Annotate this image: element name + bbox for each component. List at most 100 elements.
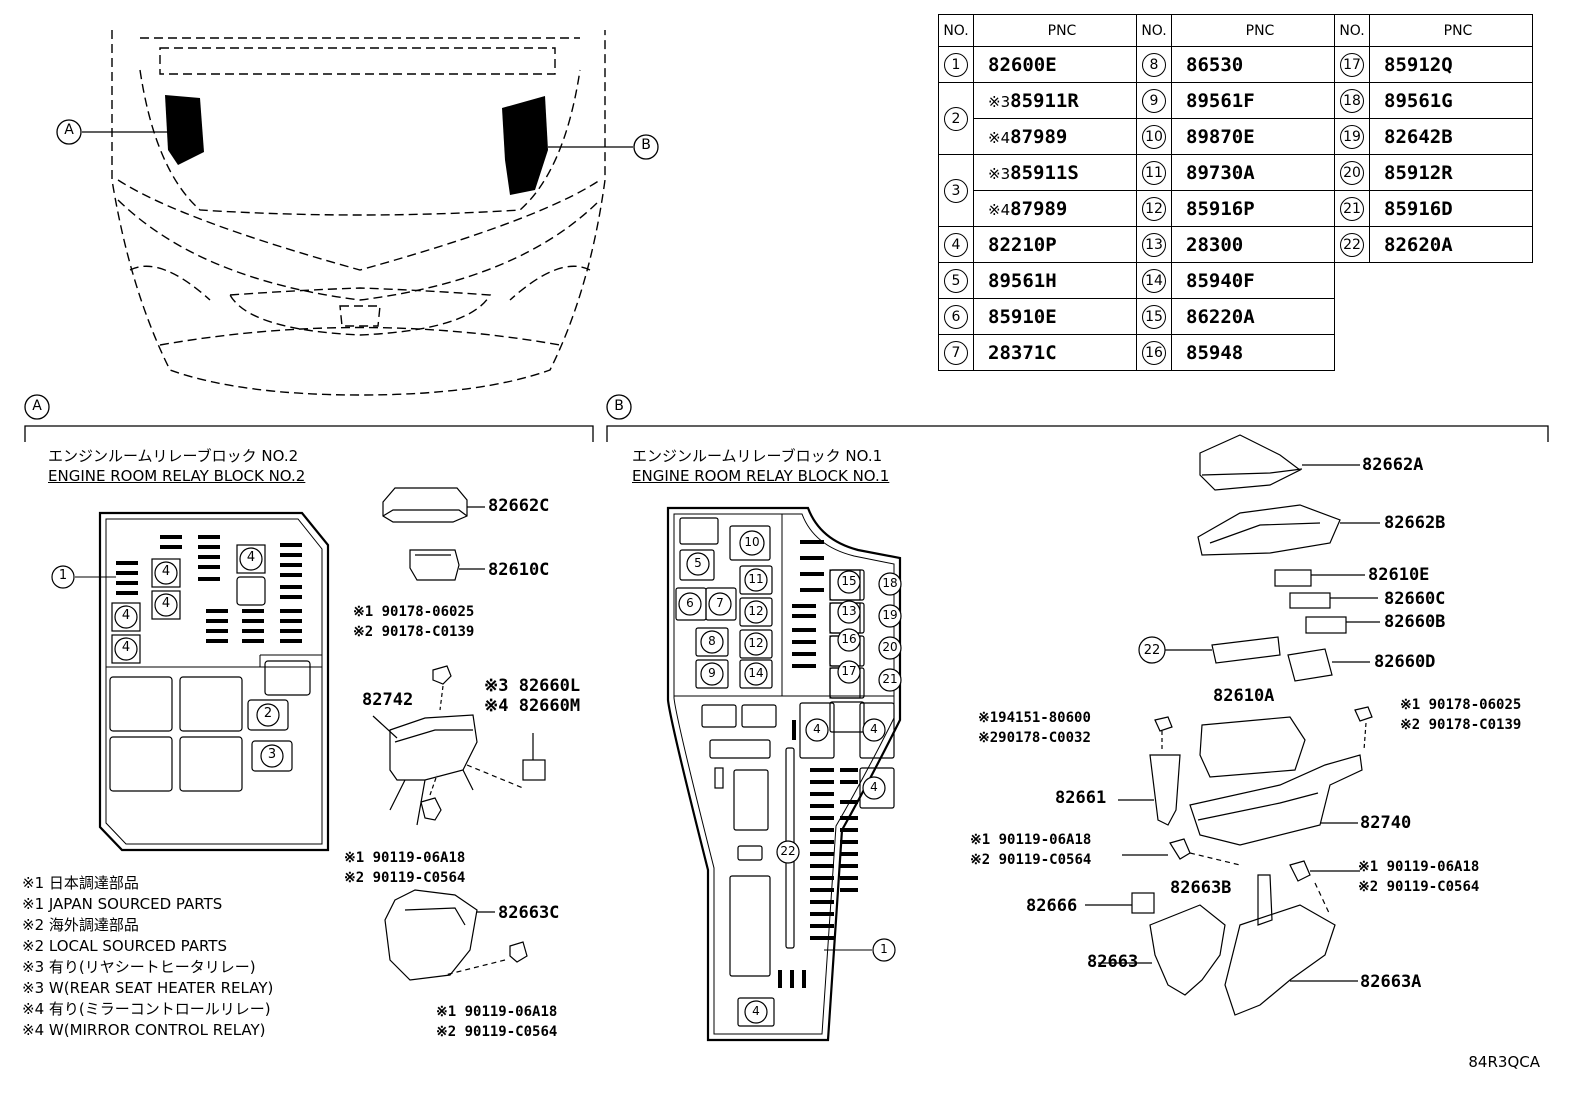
note-mark: ※4 (988, 128, 1011, 147)
block-b-label: 22 (780, 844, 796, 858)
block-a-label-4: 4 (161, 564, 171, 579)
pnc-cell: 82210P (973, 226, 1137, 263)
part-82666: 82666 (1026, 896, 1078, 916)
block-a-label-4: 4 (121, 640, 131, 655)
table-row: 6 85910E 15 86220A (938, 298, 1533, 335)
part-number-circle: 3 (944, 179, 968, 203)
pnc-cell: 85911S (1010, 161, 1079, 184)
part-bolt-90119-c0564: ※2 90119-C0564 (436, 1024, 558, 1040)
block-b-label: 13 (841, 604, 857, 618)
pnc-cell: 82600E (973, 46, 1137, 83)
part-number-circle: 15 (1142, 305, 1166, 329)
relay-block-no1-diagram (666, 506, 902, 1042)
relay-block-no2-diagram (51, 511, 330, 852)
section-b-marker: B (614, 398, 624, 414)
block-b-label: 16 (841, 632, 857, 646)
pnc-cell: 86530 (1171, 46, 1335, 83)
part-82660B: 82660B (1384, 612, 1446, 632)
pnc-cell: 85912Q (1369, 46, 1533, 83)
table-header-pnc: PNC (973, 14, 1137, 47)
section-a-title-jp: エンジンルームリレーブロック NO.2 (48, 447, 299, 465)
block-a-label-4: 4 (121, 608, 131, 623)
pnc-cell: 28371C (973, 334, 1137, 371)
footnote: ※4 W(MIRROR CONTROL RELAY) (22, 1021, 266, 1039)
part-number-circle: 4 (944, 233, 968, 257)
block-b-label: 21 (882, 672, 898, 686)
part-number-circle: 14 (1142, 269, 1166, 293)
block-b-label: 4 (870, 780, 878, 794)
part-number-circle: 12 (1142, 197, 1166, 221)
table-row: 5 89561H 14 85940F (938, 262, 1533, 299)
part-number-circle: 19 (1340, 125, 1364, 149)
pnc-cell: 89870E (1171, 118, 1335, 155)
part-number-circle: 17 (1340, 53, 1364, 77)
pnc-cell: 86220A (1171, 298, 1335, 335)
section-a-parts-diagram (372, 487, 546, 981)
part-82660D: 82660D (1374, 652, 1436, 672)
part-82660M: ※4 82660M (484, 696, 581, 716)
part-bolt-94151-80600: ※194151-80600 (978, 710, 1091, 726)
pnc-cell: 82642B (1369, 118, 1533, 155)
pnc-cell: 85916P (1171, 190, 1335, 227)
footnote: ※3 W(REAR SEAT HEATER RELAY) (22, 979, 274, 997)
section-a-frame (24, 394, 594, 442)
table-row: ※487989 10 89870E 19 82642B (939, 118, 1533, 155)
note-mark: ※3 (988, 164, 1011, 183)
part-82663B: 82663B (1170, 878, 1232, 898)
part-number-circle: 18 (1340, 89, 1364, 113)
table-header-no: NO. (1136, 14, 1172, 47)
part-82662B: 82662B (1384, 513, 1446, 533)
table-header-pnc: PNC (1171, 14, 1335, 47)
part-bolt-90119-c0564: ※2 90119-C0564 (1358, 879, 1480, 895)
table-row: 3 ※385911S 11 89730A 20 85912R (938, 154, 1533, 227)
table-header-pnc: PNC (1369, 14, 1533, 47)
pnc-cell: 89561H (973, 262, 1137, 299)
pnc-cell: 85948 (1171, 334, 1335, 371)
block-b-label: 4 (813, 722, 821, 736)
callout-22: 22 (1143, 643, 1161, 658)
note-mark: ※3 (988, 92, 1011, 111)
part-nut-90178-c0139: ※2 90178-C0139 (353, 624, 475, 640)
part-82663A: 82663A (1360, 972, 1422, 992)
block-b-label: 1 (880, 942, 888, 956)
table-header-no: NO. (1334, 14, 1370, 47)
section-a-title: エンジンルームリレーブロック NO.2 ENGINE ROOM RELAY BL… (48, 446, 305, 486)
part-82660C: 82660C (1384, 589, 1446, 609)
car-front-overview (56, 30, 659, 396)
part-82610C: 82610C (488, 560, 550, 580)
part-number-circle: 9 (1142, 89, 1166, 113)
callout-a-label: A (64, 122, 74, 138)
part-bolt-90119-06a18: ※1 90119-06A18 (344, 850, 466, 866)
section-b-frame (606, 394, 1549, 442)
part-number-circle: 6 (944, 305, 968, 329)
part-number-circle: 7 (944, 341, 968, 365)
footnote: ※2 海外調達部品 (22, 916, 139, 934)
part-82662A: 82662A (1362, 455, 1424, 475)
part-bolt-90119-06a18: ※1 90119-06A18 (970, 832, 1092, 848)
part-number-circle: 8 (1142, 53, 1166, 77)
part-number-circle: 13 (1142, 233, 1166, 257)
part-82610E: 82610E (1368, 565, 1430, 585)
footnote: ※3 有り(リヤシートヒータリレー) (22, 958, 256, 976)
part-82663: 82663 (1087, 952, 1139, 972)
footnote: ※1 日本調達部品 (22, 874, 139, 892)
section-a-marker: A (32, 398, 42, 414)
block-b-label: 9 (708, 666, 716, 680)
pnc-cell: 85916D (1369, 190, 1533, 227)
block-b-label: 6 (686, 596, 694, 610)
block-b-label: 12 (748, 636, 764, 650)
pnc-cell: 28300 (1171, 226, 1335, 263)
table-row: 4 82210P 13 28300 22 82620A (938, 226, 1533, 263)
footnote: ※4 有り(ミラーコントロールリレー) (22, 1000, 271, 1018)
pnc-cell: 89561G (1369, 82, 1533, 119)
table-row: 7 28371C 16 85948 (938, 334, 1533, 371)
pnc-cell: 85910E (973, 298, 1137, 335)
block-b-label: 17 (841, 664, 857, 678)
part-nut-90178-06025: ※1 90178-06025 (353, 604, 475, 620)
section-a-title-en: ENGINE ROOM RELAY BLOCK NO.2 (48, 467, 306, 485)
parts-table: NO. PNC NO. PNC NO. PNC 1 82600E 8 86530… (938, 14, 1533, 371)
section-b-title-en: ENGINE ROOM RELAY BLOCK NO.1 (632, 467, 890, 485)
section-b-title: エンジンルームリレーブロック NO.1 ENGINE ROOM RELAY BL… (632, 446, 889, 486)
pnc-cell: 87989 (1010, 197, 1068, 220)
block-b-label: 10 (744, 535, 760, 549)
